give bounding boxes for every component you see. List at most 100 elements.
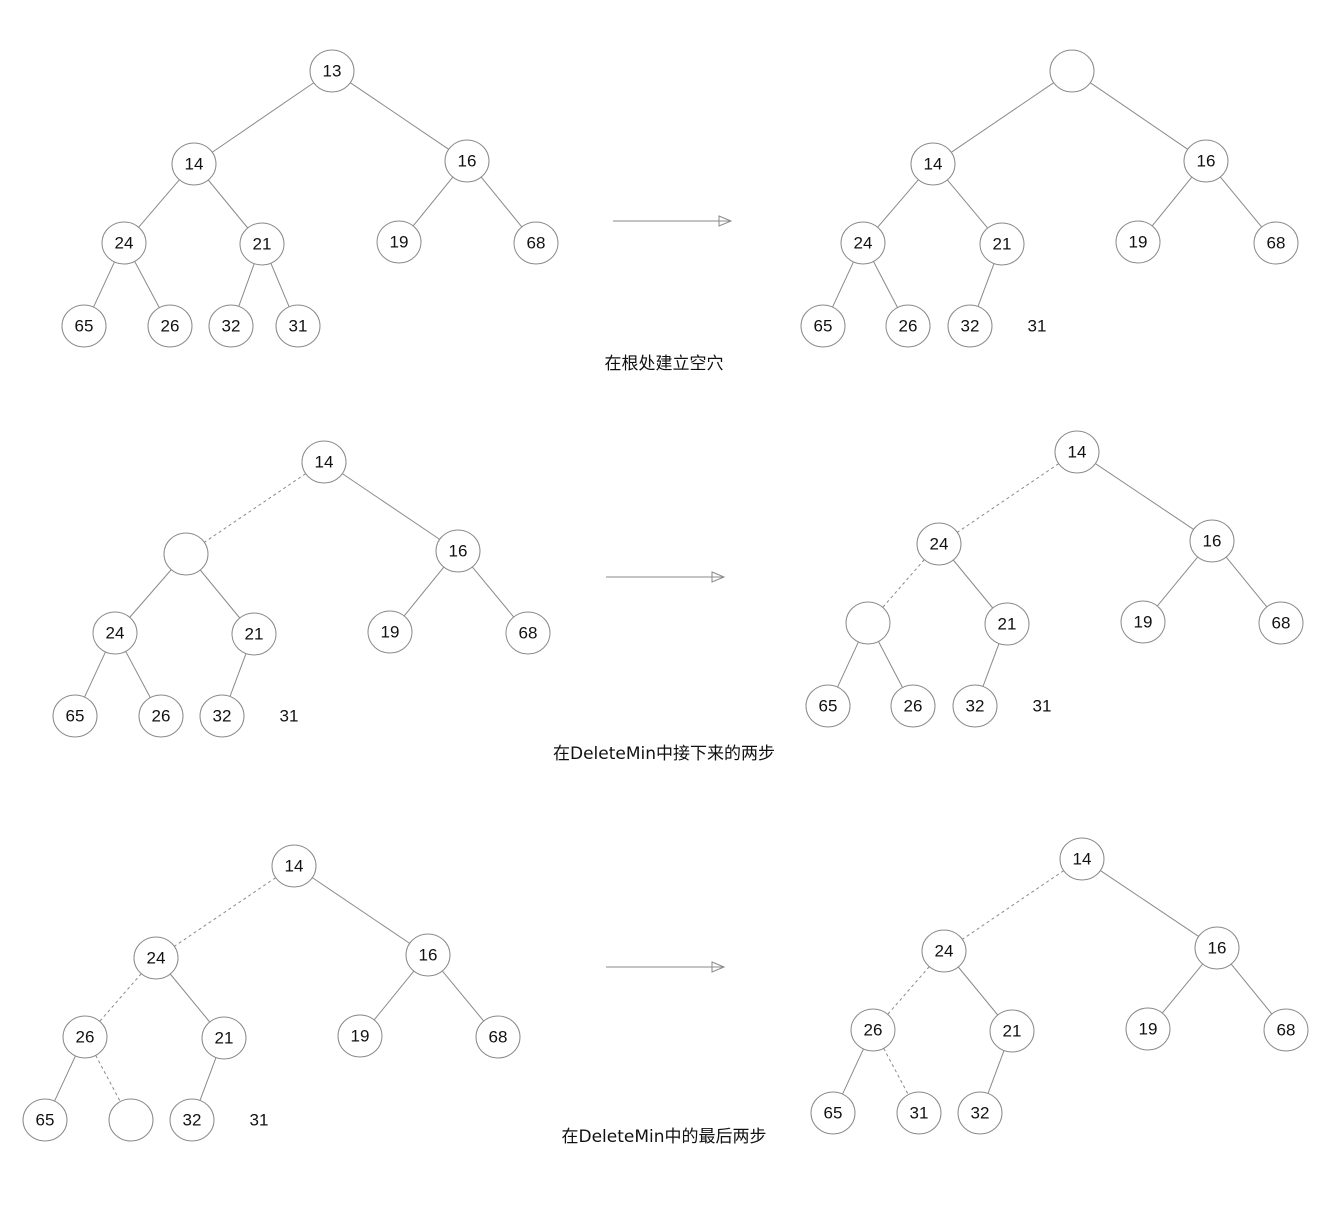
caption-row2: 在DeleteMin中接下来的两步	[552, 744, 776, 764]
node-label: 19	[1139, 1020, 1158, 1039]
node-circle	[199, 694, 245, 738]
tree-edge	[1156, 556, 1199, 607]
node-label: 68	[527, 234, 546, 253]
tree-edge	[1161, 963, 1204, 1014]
node-label: 19	[390, 233, 409, 252]
node-circle	[513, 221, 559, 265]
node-circle	[367, 610, 413, 654]
tree-edge	[1100, 870, 1199, 937]
node-circle	[239, 222, 285, 266]
heap-node: 68	[475, 1015, 521, 1059]
tree-edge	[350, 82, 449, 150]
dashed-path-edge	[99, 973, 142, 1022]
dashed-path-edge	[204, 473, 306, 543]
tree-edge	[238, 263, 255, 307]
node-circle	[1125, 1007, 1171, 1051]
tree-edge	[412, 176, 454, 227]
heap-node: 32	[952, 684, 998, 728]
tree-edge	[84, 651, 106, 698]
node-circle	[1194, 926, 1240, 970]
node-circle	[800, 304, 846, 348]
node-circle	[169, 1098, 215, 1142]
node-circle	[147, 304, 193, 348]
heap-node: 16	[1189, 519, 1235, 563]
node-label: 26	[152, 707, 171, 726]
heap-node: 19	[337, 1014, 383, 1058]
tree-edge	[873, 261, 898, 308]
node-label: 65	[36, 1111, 55, 1130]
tree-edge	[199, 569, 241, 619]
heap-node: 65	[800, 304, 846, 348]
tree-edge	[342, 473, 440, 540]
node-circle	[171, 142, 217, 186]
dashed-path-edge	[887, 966, 930, 1015]
node-circle	[910, 142, 956, 186]
heap-node: 19	[367, 610, 413, 654]
heap-node: 24	[101, 221, 147, 265]
heap-node: 32	[169, 1098, 215, 1142]
node-circle	[301, 440, 347, 484]
node-label: 65	[75, 317, 94, 336]
detached-value: 31	[280, 707, 299, 726]
heap-node: 65	[52, 694, 98, 738]
node-circle	[979, 222, 1025, 266]
dashed-path-edge	[962, 870, 1064, 940]
tree-edge	[229, 653, 247, 697]
node-label: 31	[910, 1104, 929, 1123]
node-label: 65	[819, 697, 838, 716]
heap-node: 14	[271, 844, 317, 888]
dashed-path-edge	[883, 1048, 909, 1095]
node-label: 24	[935, 942, 954, 961]
node-label: 19	[351, 1027, 370, 1046]
node-label: 31	[250, 1111, 269, 1130]
heap-node: 32	[199, 694, 245, 738]
node-circle	[840, 221, 886, 265]
heap-node: 68	[1263, 1008, 1309, 1052]
node-label: 19	[381, 623, 400, 642]
node-circle	[890, 684, 936, 728]
node-label: 13	[323, 62, 342, 81]
node-circle	[896, 1091, 942, 1135]
node-label: 26	[76, 1028, 95, 1047]
node-label: 32	[183, 1111, 202, 1130]
node-circle	[61, 304, 107, 348]
hole-node	[1049, 49, 1095, 93]
tree-edge	[480, 176, 523, 228]
heap-node: 65	[61, 304, 107, 348]
dashed-path-edge	[174, 877, 276, 947]
node-circle	[231, 612, 277, 656]
node-label: 21	[253, 235, 272, 254]
tree-edge	[1095, 463, 1194, 530]
heap-node: 14	[171, 142, 217, 186]
heap-node: 21	[201, 1016, 247, 1060]
tree-edge	[138, 179, 180, 228]
node-circle	[810, 1091, 856, 1135]
heap-node: 16	[435, 529, 481, 573]
heap-node: 21	[239, 222, 285, 266]
tree-edge	[957, 966, 999, 1016]
node-label: 31	[1033, 697, 1052, 716]
node-circle	[271, 844, 317, 888]
node-label: 19	[1129, 233, 1148, 252]
heap-node: 19	[1120, 600, 1166, 644]
heap-node: 21	[989, 1009, 1035, 1053]
node-circle	[1115, 220, 1161, 264]
node-circle	[984, 602, 1030, 646]
dashed-path-edge	[882, 559, 925, 608]
node-circle	[309, 49, 355, 93]
heap-node: 24	[921, 929, 967, 973]
node-circle	[947, 304, 993, 348]
tree-edge	[1230, 963, 1273, 1015]
node-label: 16	[1197, 152, 1216, 171]
node-label: 19	[1134, 613, 1153, 632]
tree-edge	[125, 651, 151, 698]
caption-row3: 在DeleteMin中的最后两步	[561, 1127, 767, 1147]
node-label: 24	[930, 535, 949, 554]
heap-node: 68	[505, 611, 551, 655]
tree-edge	[946, 179, 989, 229]
hole-node	[108, 1098, 154, 1142]
